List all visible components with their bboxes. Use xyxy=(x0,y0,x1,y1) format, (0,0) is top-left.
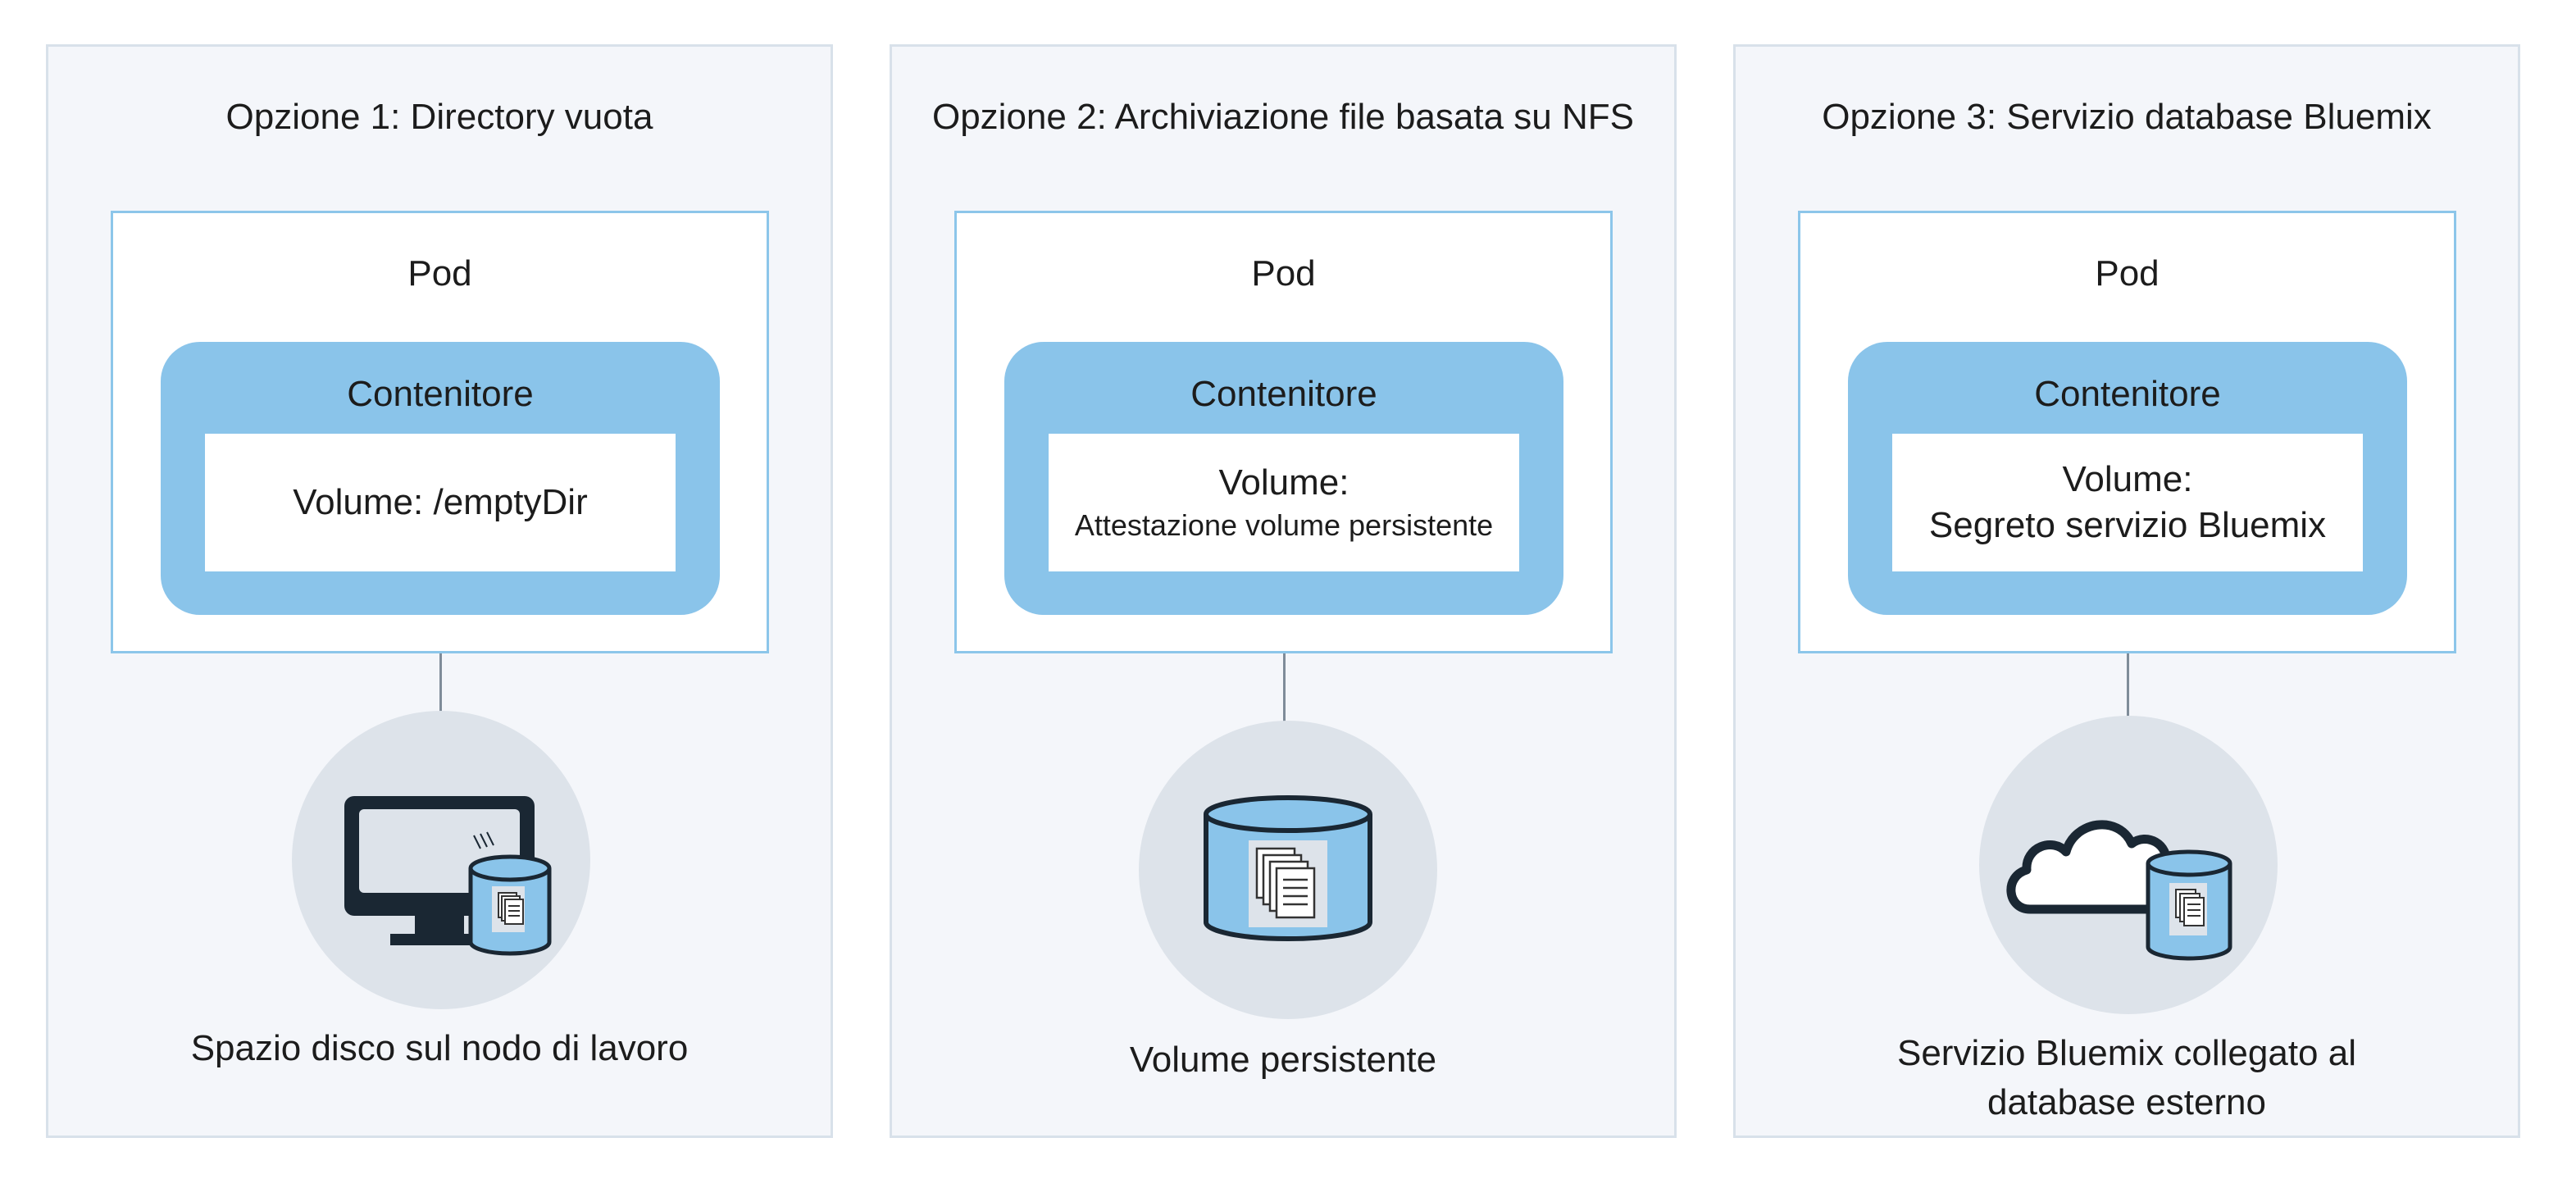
volume-label: Volume: xyxy=(2062,459,2193,499)
caption-line: Servizio Bluemix collegato al xyxy=(1896,1033,2357,1073)
pod-label: Pod xyxy=(407,253,472,294)
option-title: Opzione 3: Servizio database Bluemix xyxy=(1822,97,2432,137)
pod-box: Pod Contenitore Volume: /emptyDir xyxy=(111,211,769,653)
option-title: Opzione 1: Directory vuota xyxy=(225,97,653,137)
storage-circle xyxy=(292,711,590,1009)
connector-line xyxy=(1283,653,1286,765)
connector-line xyxy=(2127,653,2129,762)
caption-line: Spazio disco sul nodo di lavoro xyxy=(190,1028,689,1068)
pod-box: Pod Contenitore Volume: Segreto servizio… xyxy=(1798,211,2456,653)
pod-label: Pod xyxy=(2095,253,2160,294)
option-panel-1: Opzione 1: Directory vuota Pod Contenito… xyxy=(46,44,833,1138)
container-box: Contenitore Volume: /emptyDir xyxy=(161,342,720,615)
volume-sublabel: Attestazione volume persistente xyxy=(1074,508,1494,542)
volume-sublabel: Segreto servizio Bluemix xyxy=(1928,505,2327,545)
storage-circle xyxy=(1139,721,1437,1019)
storage-caption: Servizio Bluemix collegato al database e… xyxy=(1736,1029,2518,1127)
container-box: Contenitore Volume: Segreto servizio Blu… xyxy=(1848,342,2407,615)
storage-circle xyxy=(1979,716,2278,1014)
container-box: Contenitore Volume: Attestazione volume … xyxy=(1004,342,1563,615)
container-label: Contenitore xyxy=(347,374,534,414)
caption-line: Volume persistente xyxy=(1129,1040,1437,1080)
option-title: Opzione 2: Archiviazione file basata su … xyxy=(931,97,1634,137)
caption-line: database esterno xyxy=(1987,1082,2267,1122)
volume-box: Volume: /emptyDir xyxy=(205,434,676,571)
volume-box: Volume: Segreto servizio Bluemix xyxy=(1892,434,2363,571)
storage-caption: Volume persistente xyxy=(892,1035,1674,1085)
storage-caption: Spazio disco sul nodo di lavoro xyxy=(48,1024,831,1073)
pod-label: Pod xyxy=(1251,253,1316,294)
option-panel-2: Opzione 2: Archiviazione file basata su … xyxy=(890,44,1677,1138)
cloud-with-disk-icon xyxy=(2006,820,2232,961)
container-label: Contenitore xyxy=(1190,374,1377,414)
pod-box: Pod Contenitore Volume: Attestazione vol… xyxy=(954,211,1613,653)
connector-line xyxy=(439,653,442,755)
storage-cylinder-icon xyxy=(1204,795,1372,941)
option-panel-3: Opzione 3: Servizio database Bluemix Pod… xyxy=(1733,44,2520,1138)
monitor-with-disk-icon xyxy=(344,796,552,956)
container-label: Contenitore xyxy=(2034,374,2221,414)
volume-label: Volume: xyxy=(1218,462,1349,503)
volume-label: Volume: /emptyDir xyxy=(293,482,588,522)
volume-box: Volume: Attestazione volume persistente xyxy=(1049,434,1519,571)
